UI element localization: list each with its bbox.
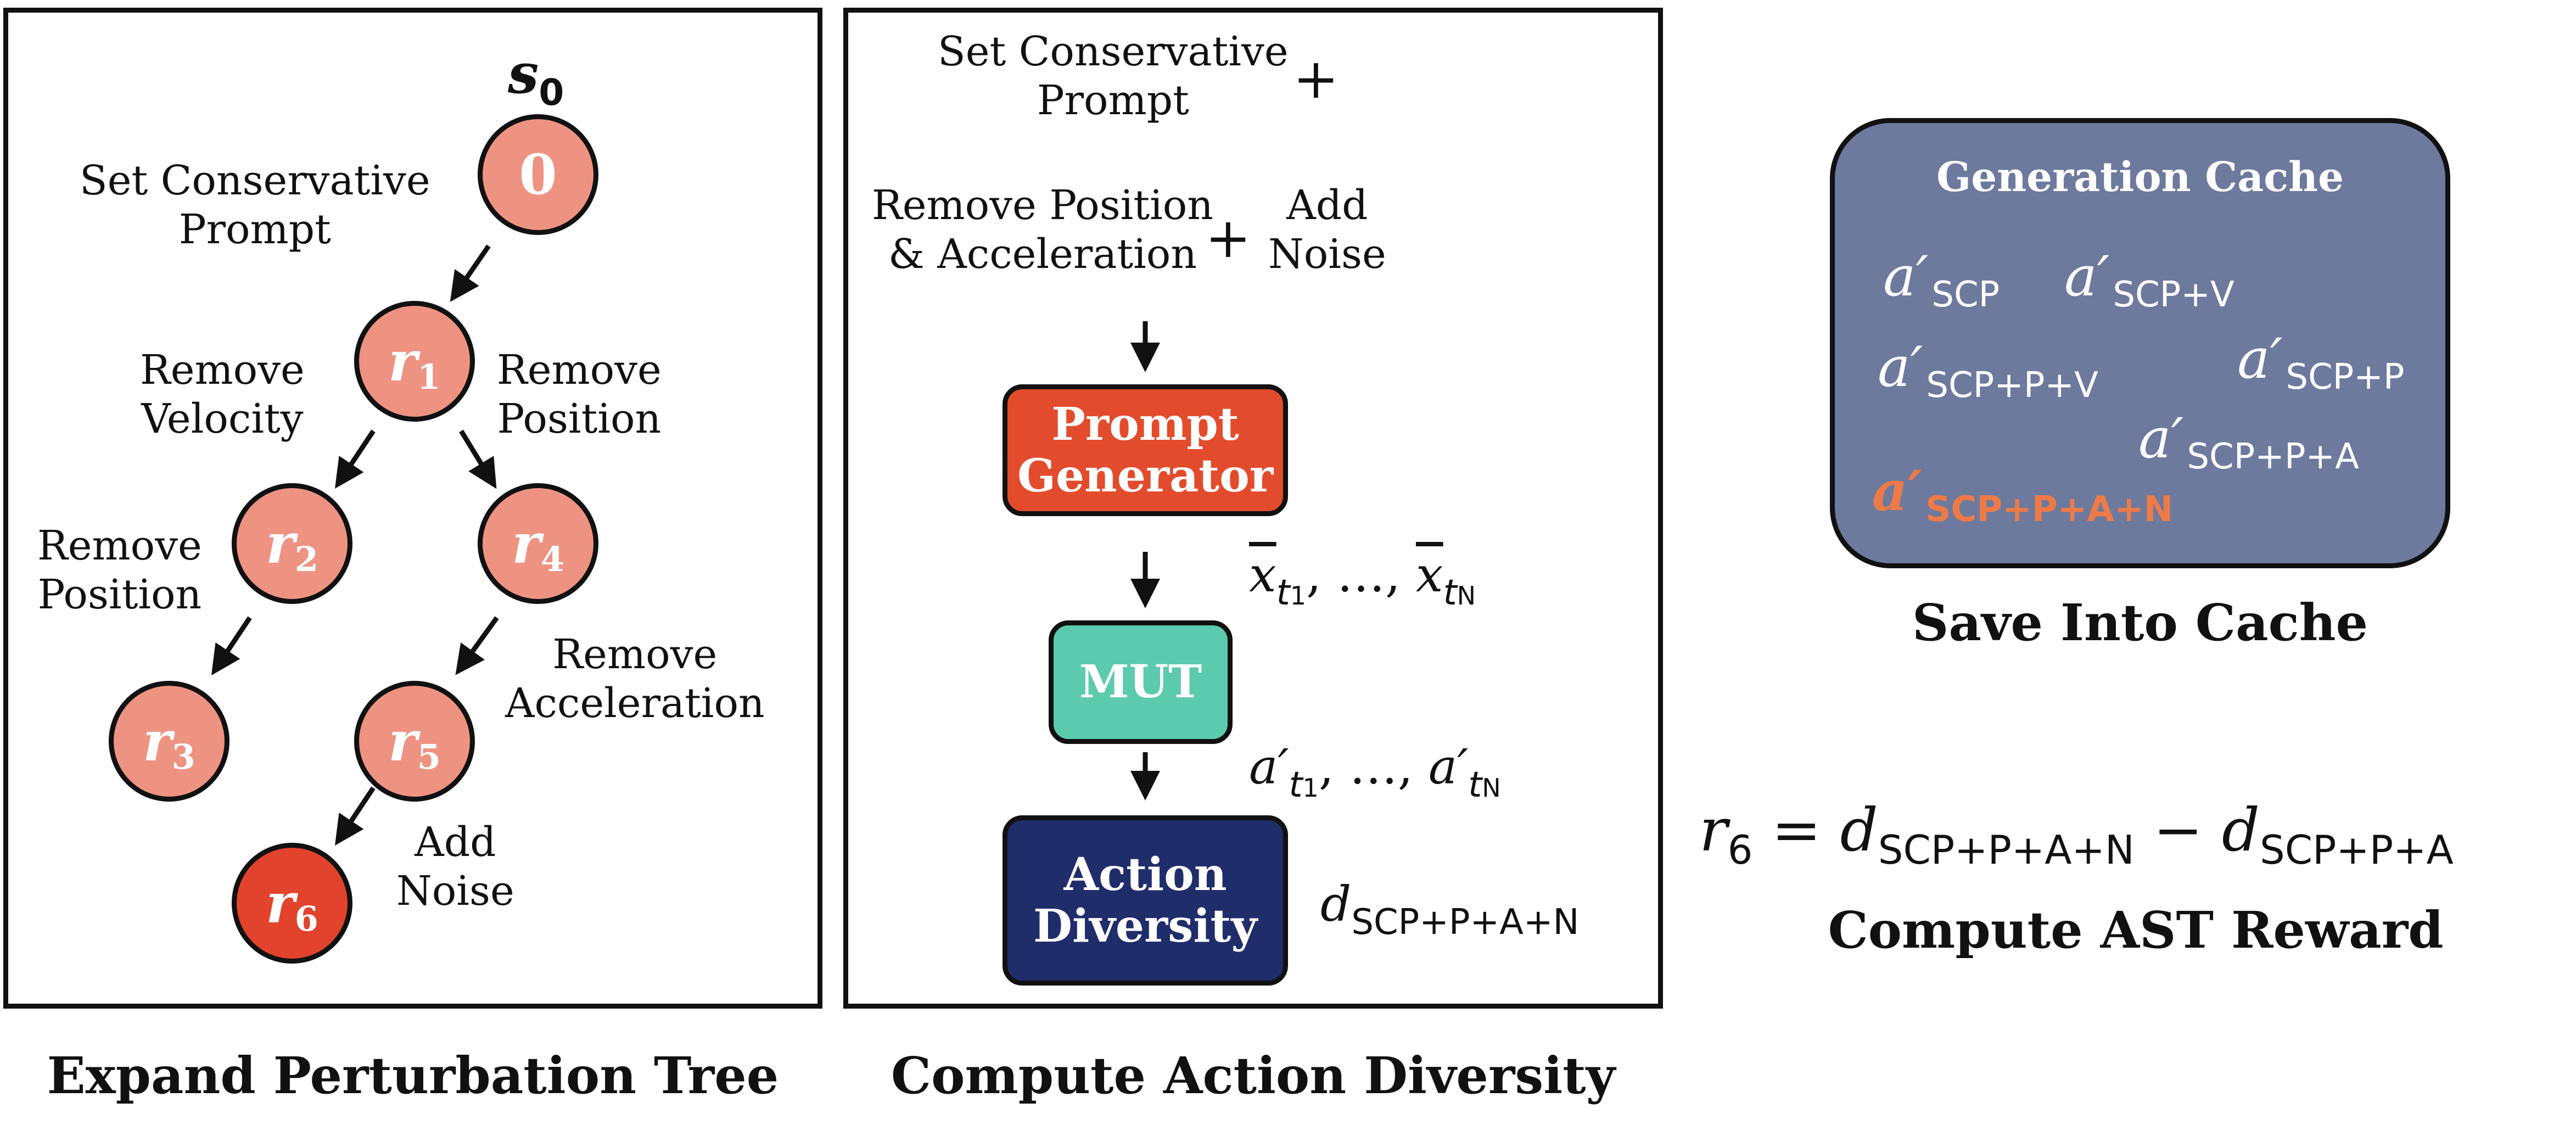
step-add-noise: Add Noise xyxy=(1268,182,1386,278)
prompt-generator-box: Prompt Generator xyxy=(1003,384,1288,516)
action-diversity-panel xyxy=(843,8,1663,1009)
plus-sign-top: + xyxy=(1293,47,1339,111)
cache-entry-scp-p-a-n-new: a′SCP+P+A+N xyxy=(1872,458,2174,530)
cache-entry-scp-p-v: a′SCP+P+V xyxy=(1878,335,2098,406)
caption-save-into-cache: Save Into Cache xyxy=(1912,593,2368,652)
edge-label-add-noise: Add Noise xyxy=(396,819,514,915)
cache-entry-scp-p: a′SCP+P xyxy=(2237,327,2405,398)
edge-label-remove-acceleration: Remove Acceleration xyxy=(505,631,765,727)
caption-compute-action-diversity: Compute Action Diversity xyxy=(891,1046,1616,1105)
tree-edge-r1-r4 xyxy=(459,429,497,489)
top-step-set-conservative-prompt: Set Conservative Prompt xyxy=(938,28,1289,124)
caption-compute-ast-reward: Compute AST Reward xyxy=(1828,900,2444,960)
mut-box: MUT xyxy=(1049,620,1233,744)
tree-edge-r1-r2 xyxy=(335,429,376,489)
edge-label-remove-position-right: Remove Position xyxy=(497,346,662,443)
diversity-output-label: dSCP+P+A+N xyxy=(1320,876,1580,943)
perturbed-states-label: xt1, …, xtN xyxy=(1249,546,1476,613)
cache-entry-scp: a′SCP xyxy=(1883,244,2000,315)
tree-node-0: 0 xyxy=(478,114,598,235)
step-remove-position-acceleration: Remove Position & Acceleration xyxy=(872,182,1213,278)
actions-label: a′t1, …, a′tN xyxy=(1249,738,1501,805)
perturbation-tree-panel xyxy=(3,8,822,1009)
root-state-label: s0 xyxy=(508,41,564,114)
cache-title: Generation Cache xyxy=(1936,154,2344,201)
tree-edge-r2-r3 xyxy=(211,616,252,675)
tree-edge-r4-r5 xyxy=(455,616,499,675)
reward-equation: r6 = dSCP+P+A+N − dSCP+P+A xyxy=(1699,796,2454,873)
edge-label-remove-velocity: Remove Velocity xyxy=(140,346,305,443)
tree-edge-r5-r6 xyxy=(335,786,376,846)
cache-entry-scp-p-a: a′SCP+P+A xyxy=(2138,406,2359,477)
generation-cache-box xyxy=(1830,118,2450,568)
edge-label-set-conservative-prompt: Set Conservative Prompt xyxy=(80,157,430,253)
caption-expand-perturbation-tree: Expand Perturbation Tree xyxy=(47,1046,779,1105)
cache-entry-scp-v: a′SCP+V xyxy=(2064,244,2235,315)
tree-edge-0-r1 xyxy=(450,244,491,302)
plus-sign-middle: + xyxy=(1205,206,1251,270)
action-diversity-box: Action Diversity xyxy=(1003,815,1288,986)
edge-label-remove-position-left: Remove Position xyxy=(37,522,202,618)
